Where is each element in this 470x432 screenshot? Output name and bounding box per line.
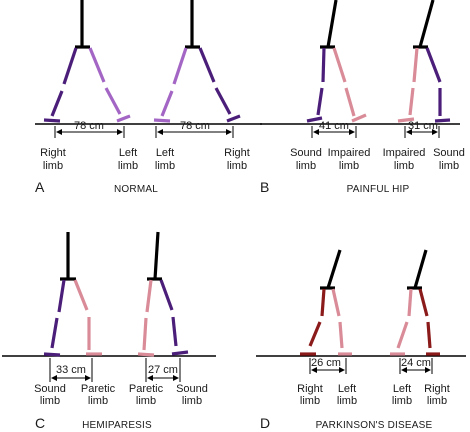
limb-label: Sound [290,147,322,159]
limb-label: Left [156,147,174,159]
panel-letter: A [35,179,45,195]
stick-figure [300,249,352,356]
limb-label: limb [439,160,459,172]
limb-label: limb [394,160,414,172]
stick-figure [306,0,367,123]
distance-label: 78 cm [180,120,210,132]
stick-figure [390,249,440,356]
panel-letter: D [260,415,270,431]
distance-label: 31 cm [408,120,438,132]
distance-label: 27 cm [148,364,178,376]
stick-figure [43,232,102,357]
panel-b: 41 cm 31 cm Sound limb Impaired limb Imp… [260,0,465,195]
panel-c: 33 cm 27 cm Sound limb Paretic limb Pare… [2,231,216,431]
panel-caption: PAINFUL HIP [347,184,410,195]
limb-label: limb [136,395,156,407]
limb-label: limb [155,160,175,172]
limb-label: Right [224,147,250,159]
limb-label: Sound [433,147,465,159]
panel-caption: PARKINSON'S DISEASE [316,420,433,431]
limb-label: limb [182,395,202,407]
distance-label: 24 cm [401,357,431,369]
limb-label: Sound [34,383,66,395]
limb-label: limb [227,160,247,172]
stick-figure [43,0,131,123]
limb-label: Right [297,383,323,395]
limb-label: limb [339,160,359,172]
panel-caption: HEMIPARESIS [82,420,152,431]
limb-label: Paretic [129,383,164,395]
limb-label: limb [43,160,63,172]
limb-label: Impaired [383,147,426,159]
limb-label: Right [424,383,450,395]
stick-figure [153,0,241,123]
limb-label: limb [392,395,412,407]
limb-label: Left [119,147,137,159]
limb-label: limb [300,395,320,407]
panel-a: 78 cm 78 cm Right limb Left limb Left li… [35,0,262,195]
panel-letter: B [260,179,269,195]
limb-label: limb [296,160,316,172]
distance-label: 41 cm [319,120,349,132]
limb-label: limb [40,395,60,407]
stick-figure [397,0,451,123]
limb-label: Impaired [328,147,371,159]
limb-label: Sound [176,383,208,395]
panel-caption: NORMAL [114,184,158,195]
limb-label: limb [118,160,138,172]
panel-letter: C [35,415,45,431]
limb-label: Left [338,383,356,395]
limb-label: limb [337,395,357,407]
limb-label: Paretic [81,383,116,395]
limb-label: limb [88,395,108,407]
distance-label: 26 cm [311,357,341,369]
limb-label: limb [427,395,447,407]
distance-label: 33 cm [56,364,86,376]
limb-label: Right [40,147,66,159]
panel-d: 26 cm 24 cm Right limb Left limb Left li… [256,249,466,431]
distance-label: 78 cm [74,120,104,132]
limb-label: Left [393,383,411,395]
stick-figure [137,231,189,357]
